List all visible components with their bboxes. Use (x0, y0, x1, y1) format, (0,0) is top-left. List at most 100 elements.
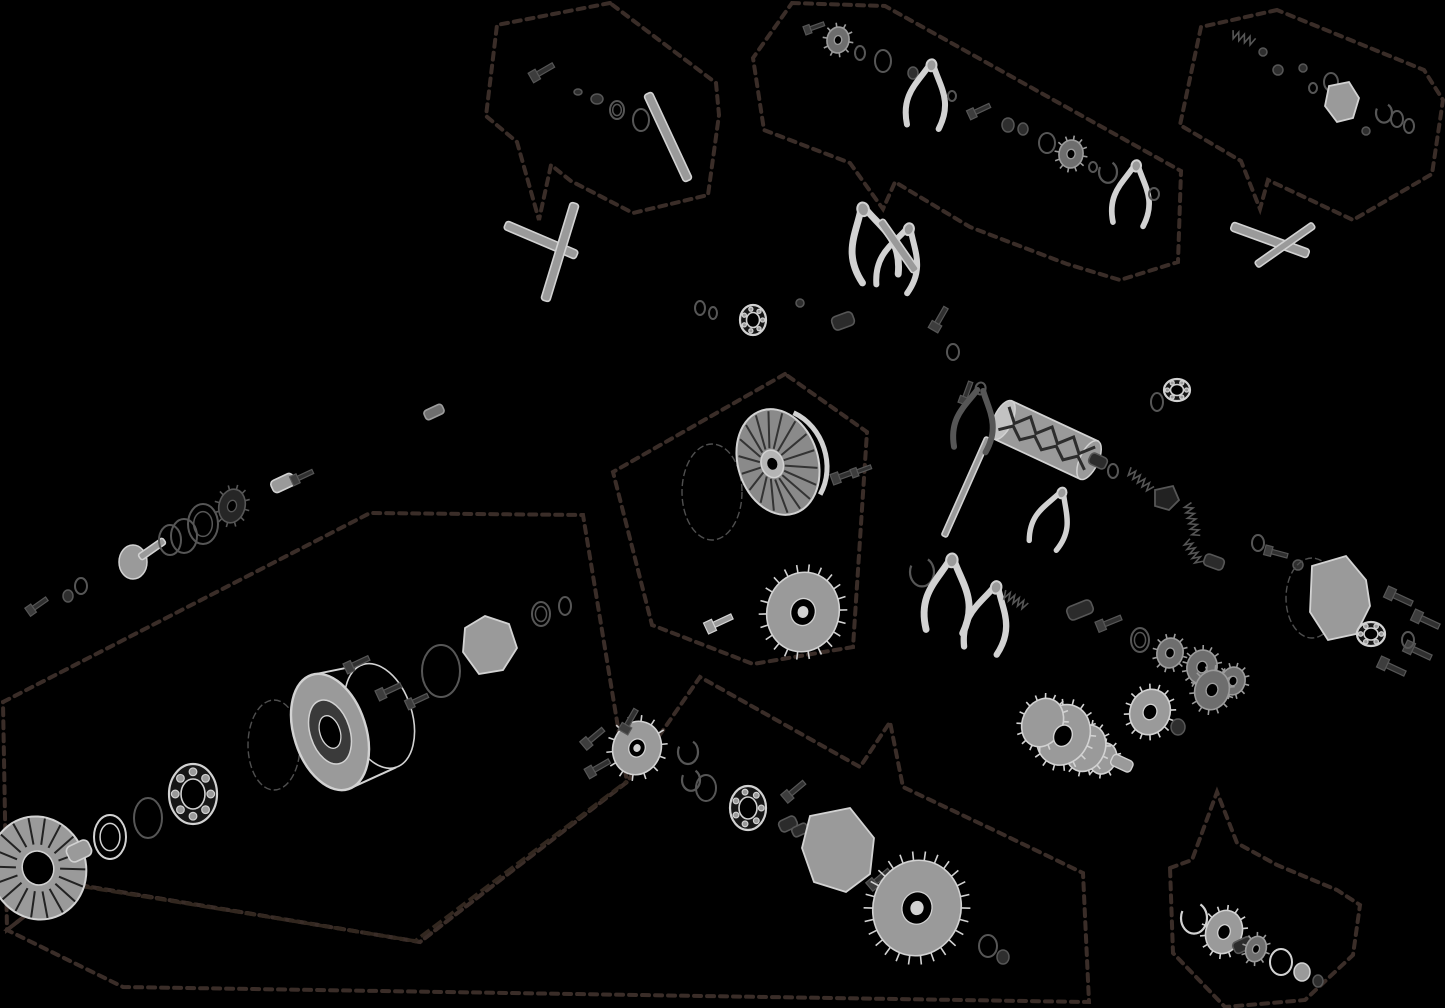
shift-fork-5 (1026, 486, 1070, 553)
stopper-ball-b (1272, 64, 1284, 76)
linkage-pin (802, 21, 826, 36)
callout-shift-linkage-detail (750, 0, 1184, 283)
cover-washer (1401, 631, 1415, 649)
detent-roller (590, 93, 604, 105)
idler-collar (830, 311, 856, 331)
cone-washer-a (1001, 117, 1015, 133)
drum-bolt-c (403, 692, 430, 711)
drive-sprocket (606, 715, 668, 781)
sprocket-bolt-a (617, 707, 639, 736)
dowel-pin (423, 403, 445, 421)
idler-ring-b (708, 306, 718, 320)
detent-arm (643, 91, 693, 183)
shift-fork-1 (902, 58, 949, 132)
cover-ring (1251, 534, 1265, 552)
cam-bolt (927, 305, 949, 334)
cover-pin (1262, 544, 1289, 559)
axle-ring-c (170, 518, 198, 554)
drum-collar (1087, 452, 1109, 470)
retainer-ring-a (531, 601, 551, 627)
gear-washer-small (978, 934, 998, 958)
idler-pin (795, 298, 805, 308)
gear-washer (1130, 627, 1150, 653)
pump-gasket (681, 443, 743, 541)
stopper-ball-c (1298, 63, 1308, 73)
pump-bolt-b (849, 464, 873, 479)
star-pin (1088, 161, 1098, 173)
thrust-washer (1269, 948, 1293, 976)
pawl-collar (1202, 553, 1226, 571)
callout-shift-stopper-detail (1177, 7, 1445, 223)
circlip-a (676, 738, 700, 766)
pawl-spring-a (1126, 467, 1155, 493)
shift-spindle (540, 201, 580, 303)
fork-pin-1 (947, 90, 957, 102)
star-clip (1097, 160, 1119, 184)
axle-ring-a (74, 577, 88, 595)
pilot-bearing (1162, 377, 1192, 403)
cluster-pebble (1170, 718, 1186, 736)
snap-ring-left (133, 797, 163, 839)
cone-washer-b (1017, 122, 1029, 136)
drum-bolt-b (374, 681, 403, 702)
shift-fork-4 (960, 580, 1010, 658)
cover-bolt-1 (1382, 585, 1414, 607)
axle-ring-d (187, 503, 219, 545)
axle-ball (62, 589, 74, 603)
stopper-plate (1324, 80, 1360, 124)
output-bearing (728, 784, 768, 832)
fork-pin-2 (1148, 187, 1160, 201)
adjuster-hub (118, 544, 148, 580)
axle-ring-b (158, 524, 182, 556)
pump-gear-bolt (702, 613, 734, 635)
shift-drum (989, 399, 1103, 481)
bearing-retainer (462, 615, 518, 675)
spacer-block (65, 839, 93, 863)
cam-ring (946, 343, 960, 361)
pilot-ring (1150, 392, 1164, 412)
final-ring-gear (863, 851, 971, 965)
fork-clip (908, 556, 936, 588)
retainer-ring-b (558, 596, 572, 616)
cluster-gear-solo (1123, 683, 1177, 741)
idler-gear-1 (1152, 633, 1188, 673)
cover-bolt-3 (1401, 639, 1433, 661)
ball-bearing-large (167, 762, 219, 826)
stopper-bolt (1254, 222, 1316, 268)
bearing-small (738, 303, 768, 337)
pawl-spring-b (1182, 538, 1204, 565)
stopper-clip (1374, 102, 1394, 124)
linkage-washer-a (854, 45, 866, 61)
fork-spring (1002, 589, 1029, 611)
pump-driven-gear (758, 564, 848, 660)
stopper-washer-b (1390, 110, 1404, 128)
stopper-ball-d (1361, 126, 1371, 136)
linkage-oring (1038, 132, 1056, 154)
final-drive-drum (289, 662, 416, 792)
cover-bearing (1355, 620, 1387, 648)
sprocket-bolt-b (578, 726, 606, 752)
stopper-ball-a (1258, 47, 1268, 57)
pinion-washer (1241, 931, 1271, 967)
axle-bolt-a (24, 596, 49, 618)
ratchet-wheel (822, 22, 854, 58)
oil-pump-rotor (735, 408, 830, 516)
fork-outline (950, 381, 996, 456)
output-ring (695, 774, 717, 802)
gear-pin (1094, 614, 1123, 634)
callout-gearshift-spindle-detail (483, 0, 722, 221)
gear-spacer (1065, 599, 1095, 621)
return-spring (1182, 501, 1202, 537)
drum-bolt-a (342, 654, 371, 675)
stopper-spring (1232, 30, 1257, 47)
detent-ball (573, 88, 583, 96)
detent-screw (527, 62, 556, 84)
fork-shaft (941, 436, 991, 538)
linkage-roller (907, 66, 919, 80)
claw-shaft (877, 218, 919, 274)
upper-gear (1189, 664, 1235, 716)
shaft-end-bolt (288, 468, 315, 487)
cover-bolt-2 (1409, 608, 1441, 630)
idler-ring-a (694, 300, 706, 316)
